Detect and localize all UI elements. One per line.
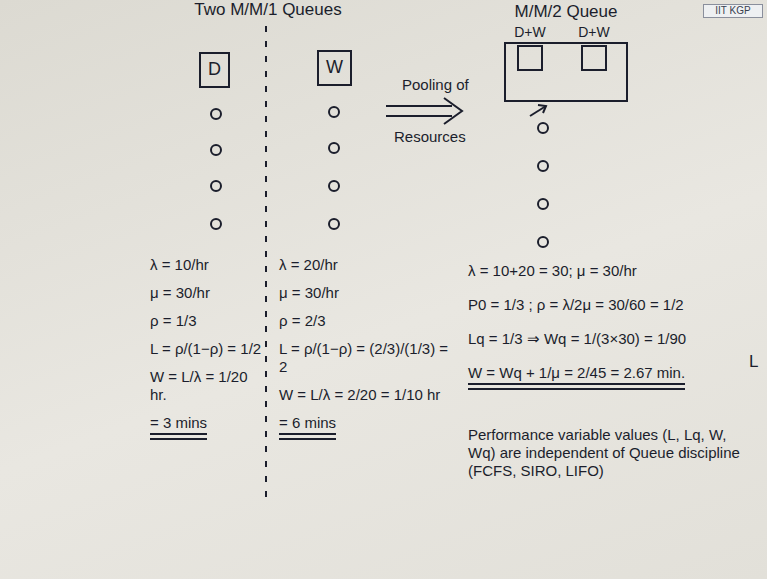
pooling-arrow xyxy=(386,98,462,124)
box-label: D xyxy=(201,59,228,81)
formula-text: λ = 10+20 = 30; μ = 30/hr xyxy=(468,262,740,280)
queue-box xyxy=(504,42,628,102)
arrow-caption: Resources xyxy=(394,128,484,146)
formula-text: Lq = 1/3 ⇒ Wq = 1/(3×30) = 1/90 xyxy=(468,330,740,348)
formula-text: L = ρ/(1−ρ) = (2/3)/(1/3) = 2 xyxy=(279,340,457,376)
queue-circles xyxy=(211,107,548,247)
queue-heading: M/M/2 Queue xyxy=(478,2,654,22)
formula-text: P0 = 1/3 ; ρ = λ/2μ = 30/60 = 1/2 xyxy=(468,296,740,314)
formula-text: λ = 10/hr xyxy=(150,256,262,274)
formula-text: ρ = 1/3 xyxy=(150,312,262,330)
box-label: D+W xyxy=(512,24,548,41)
formula-text: L = ρ/(1−ρ) = 1/2 xyxy=(150,340,262,358)
pooled-server: D+W xyxy=(512,24,548,71)
divider-line xyxy=(265,26,267,500)
formula-text: μ = 30/hr xyxy=(150,284,262,302)
formula-text: = 6 mins xyxy=(279,414,457,432)
formula-text: W = L/λ = 2/20 = 1/10 hr xyxy=(279,386,457,404)
server-square xyxy=(517,45,543,71)
arrow-caption: Pooling of xyxy=(402,76,492,94)
logo-badge: IIT KGP xyxy=(703,4,763,18)
box-label: W xyxy=(319,57,350,79)
cut-off-letter: L xyxy=(749,352,763,372)
double-underline xyxy=(468,383,685,390)
formula-text: μ = 30/hr xyxy=(279,284,457,302)
double-underline xyxy=(150,433,207,440)
formula-text: ρ = 2/3 xyxy=(279,312,457,330)
note-text: Performance variable values (L, Lq, W, W… xyxy=(468,426,740,480)
formula-text: W = Wq + 1/μ = 2/45 = 2.67 min. xyxy=(468,364,740,382)
box-label: D+W xyxy=(576,24,612,41)
formula-text: W = L/λ = 1/20 hr. xyxy=(150,368,262,404)
entry-arrow xyxy=(530,105,546,116)
section-heading: Two M/M/1 Queues xyxy=(178,0,358,20)
server-square xyxy=(581,45,607,71)
formula-text: λ = 20/hr xyxy=(279,256,457,274)
server-box: D xyxy=(199,52,230,88)
formula-text: = 3 mins xyxy=(150,414,262,432)
queue-group: M/M/2 QueueD+W D+W xyxy=(478,2,654,106)
pooled-server: D+W xyxy=(576,24,612,71)
server-box: W xyxy=(317,50,352,86)
double-underline xyxy=(279,433,336,440)
